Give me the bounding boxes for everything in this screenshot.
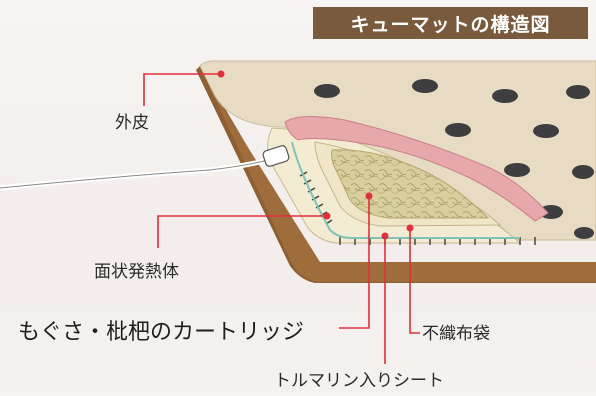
label-tourmaline-sheet: トルマリン入りシート — [274, 371, 444, 391]
surface-spots — [314, 79, 594, 239]
moxa-cartridge-fill — [331, 149, 490, 219]
label-outer-skin: 外皮 — [115, 113, 149, 133]
label-nonwoven-bag: 不織布袋 — [422, 324, 490, 344]
pink-layer — [284, 116, 549, 222]
tourmaline-sheet-line — [291, 141, 520, 239]
label-heating-element: 面状発熱体 — [94, 262, 179, 282]
label-cartridge: もぐさ・枇杷のカートリッジ — [18, 320, 305, 345]
power-plug — [262, 145, 290, 167]
leader-lines — [143, 73, 420, 364]
leader-dots — [217, 70, 414, 240]
diagram-title: キューマットの構造図 — [313, 7, 588, 39]
